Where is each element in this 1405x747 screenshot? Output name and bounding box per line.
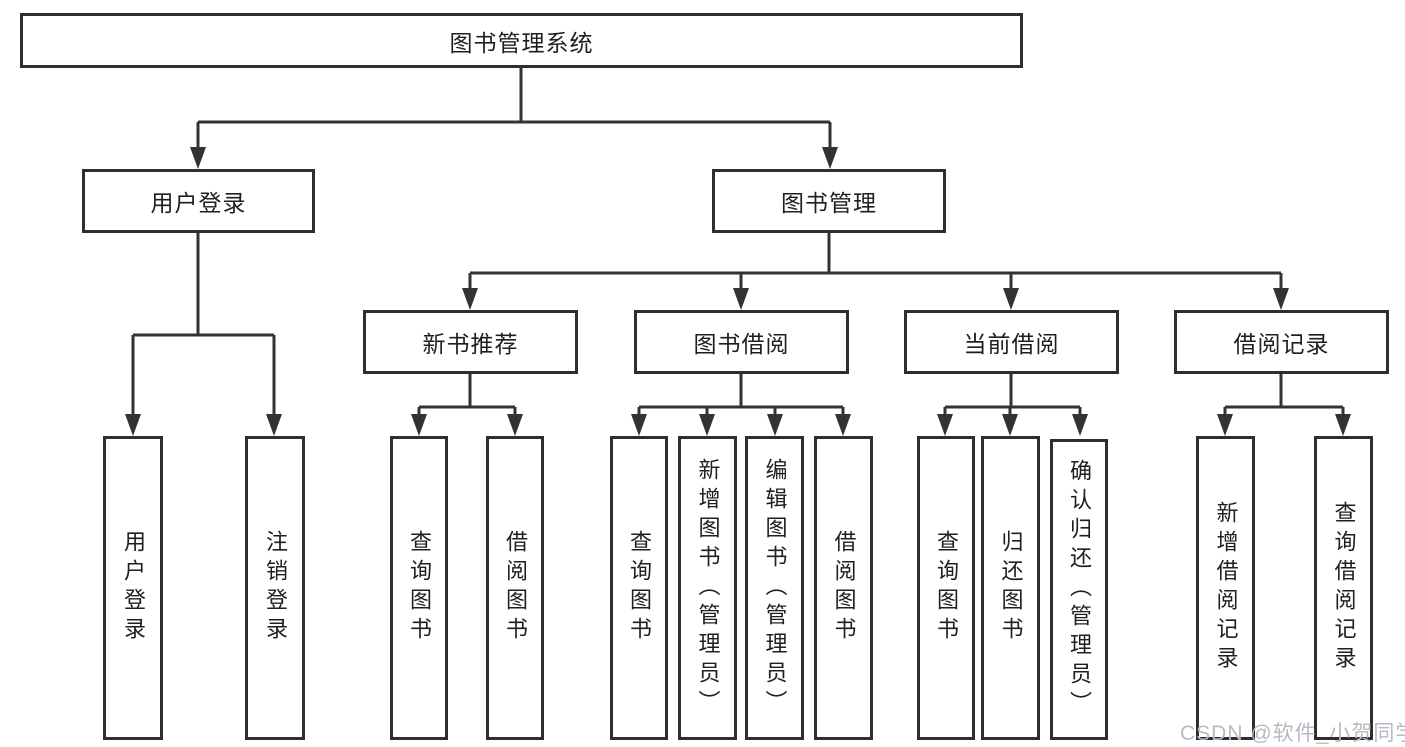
node-label: 归还图书	[998, 530, 1024, 646]
connector-book-mgmt-to-level3	[462, 233, 1289, 310]
arrowhead-icon	[835, 414, 851, 436]
arrowhead-icon	[190, 147, 206, 169]
node-label: 借阅记录	[1233, 331, 1330, 357]
arrowhead-icon	[1335, 414, 1351, 436]
arrowhead-icon	[1002, 414, 1018, 436]
leaf-cb-confirm-return-admin: 确认归还（管理员）	[1050, 439, 1108, 740]
connector-current-borrow-children	[937, 374, 1088, 436]
connector-borrow-records-children	[1217, 374, 1351, 436]
leaf-bb-query-book: 查询图书	[610, 436, 668, 740]
node-label: 新增图书（管理员）	[695, 457, 721, 719]
node-label: 编辑图书（管理员）	[762, 457, 788, 719]
arrowhead-icon	[699, 414, 715, 436]
leaf-bb-borrow-book: 借阅图书	[814, 436, 873, 740]
node-borrow-records: 借阅记录	[1174, 310, 1389, 374]
node-user-login: 用户登录	[82, 169, 315, 233]
leaf-br-add-record: 新增借阅记录	[1196, 436, 1255, 740]
node-label: 图书管理	[781, 190, 877, 216]
leaf-cb-return-book: 归还图书	[981, 436, 1040, 740]
node-new-book-recommend: 新书推荐	[363, 310, 578, 374]
arrowhead-icon	[822, 147, 838, 169]
node-label: 借阅图书	[503, 530, 528, 646]
arrowhead-icon	[411, 414, 427, 436]
connector-user-login-children	[125, 233, 282, 436]
node-label: 查询图书	[407, 530, 432, 646]
leaf-cb-query-book: 查询图书	[917, 436, 975, 740]
node-label: 注销登录	[263, 530, 288, 646]
leaf-br-query-record: 查询借阅记录	[1314, 436, 1373, 740]
node-label: 图书管理系统	[449, 29, 594, 56]
node-label: 查询图书	[934, 530, 959, 646]
arrowhead-icon	[767, 414, 783, 436]
node-label: 用户登录	[121, 530, 146, 646]
arrowhead-icon	[125, 414, 141, 436]
arrowhead-icon	[462, 288, 478, 310]
connector-root-to-level2	[190, 68, 838, 169]
arrowhead-icon	[1273, 288, 1289, 310]
arrowhead-icon	[1217, 414, 1233, 436]
node-book-borrow: 图书借阅	[634, 310, 849, 374]
arrowhead-icon	[733, 288, 749, 310]
leaf-nbr-query-book: 查询图书	[390, 436, 448, 740]
node-label: 查询图书	[627, 530, 652, 646]
leaf-user-login: 用户登录	[103, 436, 163, 740]
arrowhead-icon	[507, 414, 523, 436]
node-label: 确认归还（管理员）	[1067, 459, 1092, 720]
node-library-management-system: 图书管理系统	[20, 13, 1023, 68]
node-label: 图书借阅	[693, 331, 790, 357]
node-label: 借阅图书	[831, 530, 857, 646]
node-label: 当前借阅	[963, 331, 1060, 357]
connector-new-book-rec-children	[411, 374, 523, 436]
node-label: 新增借阅记录	[1213, 501, 1239, 675]
leaf-bb-edit-book-admin: 编辑图书（管理员）	[745, 436, 804, 740]
arrowhead-icon	[937, 414, 953, 436]
arrowhead-icon	[1003, 288, 1019, 310]
node-book-management: 图书管理	[712, 169, 946, 233]
node-label: 查询借阅记录	[1331, 501, 1357, 675]
node-label: 新书推荐	[422, 331, 519, 357]
arrowhead-icon	[631, 414, 647, 436]
connector-book-borrow-children	[631, 374, 851, 436]
node-label: 用户登录	[150, 190, 247, 216]
node-current-borrow: 当前借阅	[904, 310, 1119, 374]
arrowhead-icon	[1072, 414, 1088, 436]
leaf-bb-add-book-admin: 新增图书（管理员）	[678, 436, 737, 740]
leaf-nbr-borrow-book: 借阅图书	[486, 436, 544, 740]
csdn-watermark: CSDN @软件_小贺同学	[1180, 722, 1405, 745]
leaf-logout: 注销登录	[245, 436, 305, 740]
arrowhead-icon	[266, 414, 282, 436]
